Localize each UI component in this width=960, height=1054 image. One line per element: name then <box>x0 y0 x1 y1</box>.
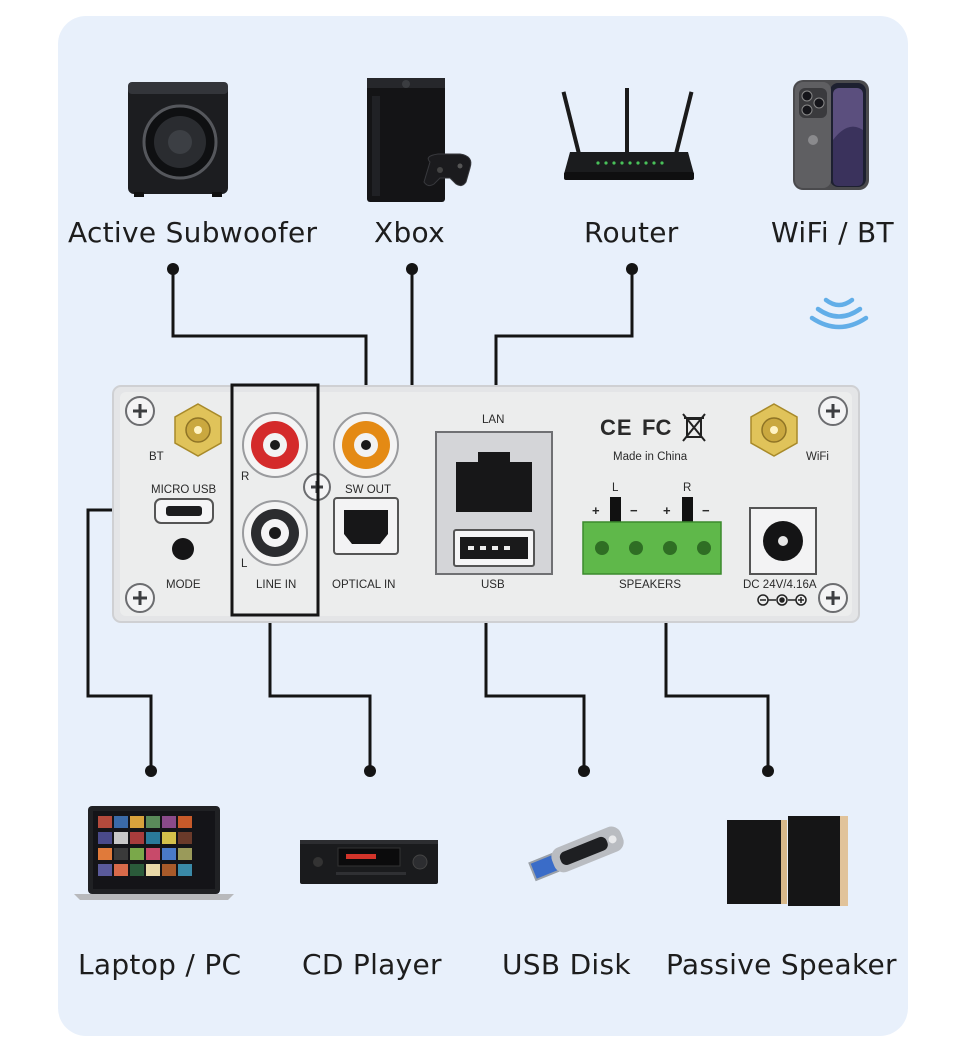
screw-icon <box>818 583 848 613</box>
rca-l-label: L <box>241 558 248 570</box>
rca-orange-jack-icon <box>333 412 399 478</box>
bt-antenna-connector-icon <box>174 403 222 457</box>
device-label-cd-player: CD Player <box>302 948 442 981</box>
speaker-r-label: R <box>683 482 692 494</box>
speakers-label: SPEAKERS <box>619 579 681 591</box>
lan-label: LAN <box>482 414 505 426</box>
speaker-minus-label: − <box>630 503 638 518</box>
speaker-plus-label: + <box>592 503 600 518</box>
screw-icon <box>818 396 848 426</box>
sw-out-label: SW OUT <box>345 484 391 496</box>
micro-usb-port-icon <box>154 498 214 524</box>
usb-port-icon <box>453 529 535 567</box>
micro-usb-label: MICRO USB <box>151 484 217 496</box>
device-label-wifi-bt: WiFi / BT <box>771 216 894 249</box>
device-label-active-subwoofer: Active Subwoofer <box>68 216 318 249</box>
usb-drive-icon <box>528 826 624 882</box>
wifi-waves-icon <box>809 297 869 330</box>
usb-label: USB <box>481 579 505 591</box>
mode-label: MODE <box>166 579 201 591</box>
ce-mark: CE <box>600 415 633 440</box>
device-label-xbox: Xbox <box>374 216 445 249</box>
speaker-minus-label: − <box>702 503 710 518</box>
connection-dots <box>145 263 774 777</box>
game-console-icon <box>367 78 472 202</box>
dc-power-label: DC 24V/4.16A <box>743 579 817 591</box>
polarity-symbol-icon <box>757 594 807 606</box>
wifi-label: WiFi <box>806 451 829 463</box>
weee-bin-icon <box>682 413 706 442</box>
rca-red-jack-icon <box>242 412 308 478</box>
made-in-label: Made in China <box>613 451 688 463</box>
device-label-passive-speaker: Passive Speaker <box>666 948 897 981</box>
rca-r-label: R <box>241 471 250 483</box>
optical-in-label: OPTICAL IN <box>332 579 396 591</box>
mode-button-icon <box>172 538 194 560</box>
ethernet-port-icon <box>456 452 532 512</box>
screw-icon <box>125 583 155 613</box>
device-label-laptop-pc: Laptop / PC <box>78 948 242 981</box>
dc-power-jack-icon <box>749 507 817 575</box>
smartphone-icon <box>793 80 869 190</box>
screw-icon <box>125 396 155 426</box>
speaker-terminal-icon <box>582 497 722 575</box>
device-label-usb-disk: USB Disk <box>502 948 631 981</box>
line-in-highlight <box>230 383 320 617</box>
speaker-icon <box>727 816 848 906</box>
rca-white-jack-icon <box>242 500 308 566</box>
device-label-router: Router <box>584 216 679 249</box>
line-in-label: LINE IN <box>256 579 297 591</box>
speaker-l-label: L <box>612 482 619 494</box>
wifi-antenna-connector-icon <box>750 403 798 457</box>
optical-port-icon <box>333 497 399 555</box>
speaker-plus-label: + <box>663 503 671 518</box>
router-icon <box>561 88 694 180</box>
cd-player-icon <box>300 840 438 884</box>
subwoofer-icon <box>128 82 228 197</box>
laptop-icon <box>74 806 234 900</box>
bt-label: BT <box>149 451 164 463</box>
fc-mark: FC <box>642 415 672 440</box>
